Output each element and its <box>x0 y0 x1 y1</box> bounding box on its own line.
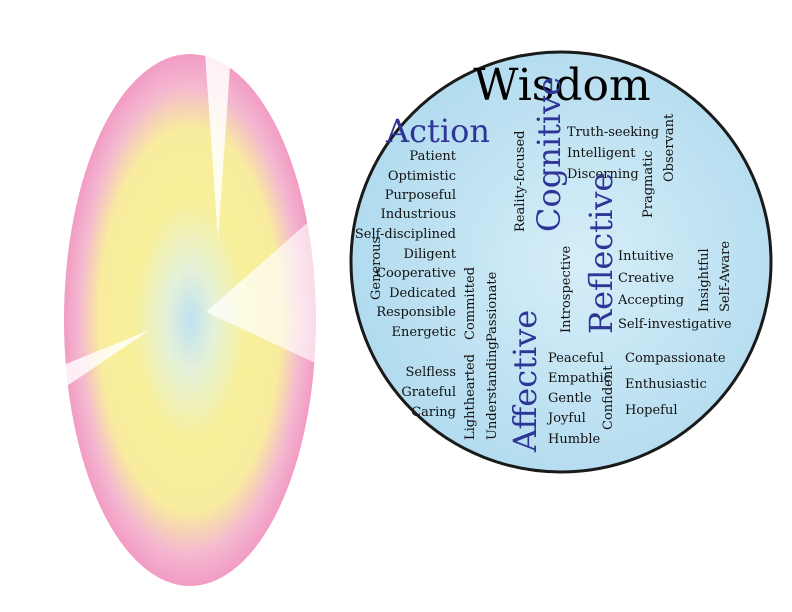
word-purposeful: Purposeful <box>385 188 456 203</box>
cognitive-words: Truth-seeking Intelligent Discerning Rea… <box>513 113 677 232</box>
word-pragmatic: Pragmatic <box>641 150 656 218</box>
word-humble: Humble <box>548 432 601 447</box>
word-intelligent: Intelligent <box>567 146 636 161</box>
word-selfless: Selfless <box>406 365 456 380</box>
light-ray-top <box>204 38 232 240</box>
word-self-investigative: Self-investigative <box>618 317 732 332</box>
word-compassionate: Compassionate <box>625 351 726 366</box>
word-empathic: Empathic <box>548 371 611 386</box>
word-peaceful: Peaceful <box>548 351 604 366</box>
word-lighthearted: Lighthearted <box>463 354 478 440</box>
word-responsible: Responsible <box>376 305 456 320</box>
word-intuitive: Intuitive <box>618 249 674 264</box>
word-discerning: Discerning <box>567 167 639 182</box>
heading-affective: Affective <box>506 310 544 453</box>
word-optimistic: Optimistic <box>388 169 456 184</box>
word-confident: Confident <box>601 365 616 430</box>
reflective-words: Intuitive Creative Accepting Self-invest… <box>559 241 733 333</box>
word-hopeful: Hopeful <box>625 403 678 418</box>
light-ray-left <box>46 330 150 400</box>
word-understanding: Understanding <box>485 341 500 440</box>
word-insightful: Insightful <box>697 248 712 312</box>
word-introspective: Introspective <box>559 246 574 333</box>
wisdom-circle <box>349 50 773 474</box>
word-truth-seeking: Truth-seeking <box>567 125 659 140</box>
heading-action: Action <box>385 112 490 150</box>
word-creative: Creative <box>618 271 674 286</box>
word-observant: Observant <box>662 113 677 182</box>
word-enthusiastic: Enthusiastic <box>625 377 707 392</box>
word-passionate: Passionate <box>485 271 500 342</box>
action-words: Patient Optimistic Purposeful Industriou… <box>355 149 500 342</box>
word-caring: Caring <box>411 405 456 420</box>
color-ellipse <box>64 54 316 586</box>
word-self-aware: Self-Aware <box>718 241 733 312</box>
affective-words: Selfless Grateful Caring Lighthearted Un… <box>401 341 725 447</box>
word-energetic: Energetic <box>392 325 456 340</box>
word-gentle: Gentle <box>548 391 592 406</box>
heading-reflective: Reflective <box>582 173 620 334</box>
word-patient: Patient <box>409 149 456 164</box>
heading-cognitive: Cognitive <box>530 77 568 232</box>
word-cooperative: Cooperative <box>376 266 456 281</box>
word-dedicated: Dedicated <box>389 286 456 301</box>
word-diligent: Diligent <box>403 247 456 262</box>
word-self-disciplined: Self-disciplined <box>355 227 456 242</box>
word-accepting: Accepting <box>617 293 684 308</box>
word-grateful: Grateful <box>401 385 456 400</box>
word-committed: Committed <box>463 267 478 340</box>
word-reality-focused: Reality-focused <box>513 131 528 233</box>
diagram-title: Wisdom <box>473 60 650 111</box>
word-joyful: Joyful <box>546 411 586 426</box>
word-industrious: Industrious <box>381 207 456 222</box>
word-generous: Generous <box>369 237 384 300</box>
